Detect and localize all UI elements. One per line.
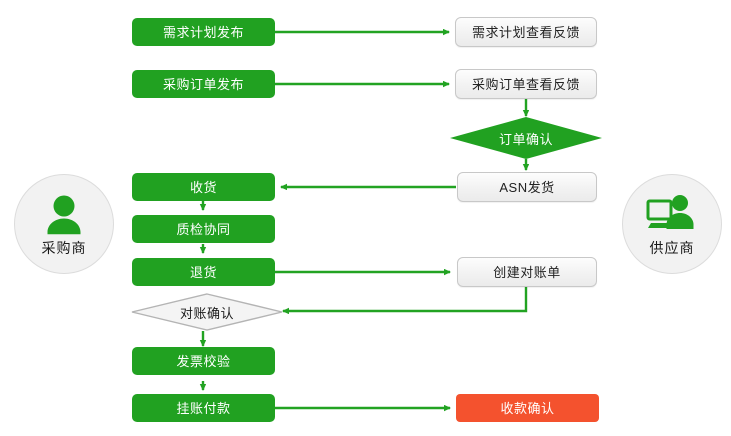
actor-supplier[interactable]: 供应商 — [622, 174, 722, 274]
actor-supplier-label: 供应商 — [649, 240, 695, 256]
node-statement-confirm-label: 对账确认 — [179, 305, 234, 321]
node-payment-confirm[interactable]: 收款确认 — [456, 394, 599, 422]
person-with-computer-icon — [646, 193, 698, 239]
node-order-confirm[interactable]: 订单确认 — [450, 117, 602, 159]
edge-create-statement-to-statement-confirm — [282, 287, 528, 315]
node-create-statement[interactable]: 创建对账单 — [457, 257, 597, 287]
person-icon — [38, 193, 90, 239]
node-demand-plan-publish[interactable]: 需求计划发布 — [132, 18, 275, 46]
node-po-publish[interactable]: 采购订单发布 — [132, 70, 275, 98]
actor-buyer-label: 采购商 — [41, 240, 87, 256]
node-demand-plan-feedback[interactable]: 需求计划查看反馈 — [455, 17, 597, 47]
node-invoice-verify[interactable]: 发票校验 — [132, 347, 275, 375]
node-asn-shipment[interactable]: ASN发货 — [457, 172, 597, 202]
node-payment-posting[interactable]: 挂账付款 — [132, 394, 275, 422]
node-statement-confirm[interactable]: 对账确认 — [131, 293, 283, 331]
diamond-shape — [450, 117, 602, 159]
node-order-confirm-label: 订单确认 — [498, 131, 553, 147]
diamond-shape — [131, 293, 283, 331]
node-return-goods[interactable]: 退货 — [132, 258, 275, 286]
node-po-feedback[interactable]: 采购订单查看反馈 — [455, 69, 597, 99]
node-goods-receipt[interactable]: 收货 — [132, 173, 275, 201]
node-quality-collab[interactable]: 质检协同 — [132, 215, 275, 243]
actor-buyer[interactable]: 采购商 — [14, 174, 114, 274]
